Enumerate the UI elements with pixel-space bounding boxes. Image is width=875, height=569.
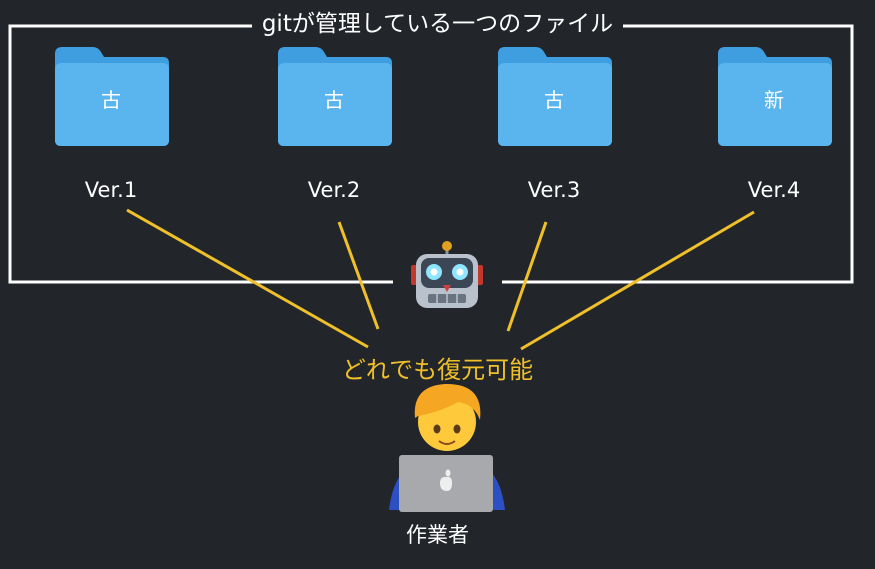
connector-ver2: [337, 221, 380, 330]
restore-callout: どれでも復元可能: [341, 356, 534, 384]
connector-ver4: [520, 210, 755, 351]
folder-age-label: 古: [101, 88, 121, 112]
version-label: Ver.4: [747, 178, 801, 202]
folder-age-label: 古: [324, 88, 344, 112]
technologist-icon: [389, 383, 505, 512]
folder-icon: [718, 47, 832, 146]
version-label: Ver.3: [527, 178, 581, 202]
folder-ver2: 古: [274, 44, 394, 148]
laptop-icon: [399, 455, 493, 512]
version-label: Ver.2: [307, 178, 361, 202]
repo-frame-title: gitが管理している一つのファイル: [0, 9, 875, 39]
folder-age-label: 古: [544, 88, 564, 112]
folder-icon: [278, 47, 392, 146]
robot-icon: [411, 241, 483, 308]
folder-ver1: 古: [51, 44, 171, 148]
folder-icon: [55, 47, 169, 146]
version-label: Ver.1: [84, 178, 138, 202]
folder-age-label: 新: [764, 88, 784, 112]
worker-label: 作業者: [406, 523, 469, 547]
folder-icon: [498, 47, 612, 146]
folder-ver3: 古: [494, 44, 614, 148]
folder-ver4: 新: [714, 44, 834, 148]
connector-ver3: [506, 221, 548, 332]
connector-ver1: [126, 208, 369, 349]
